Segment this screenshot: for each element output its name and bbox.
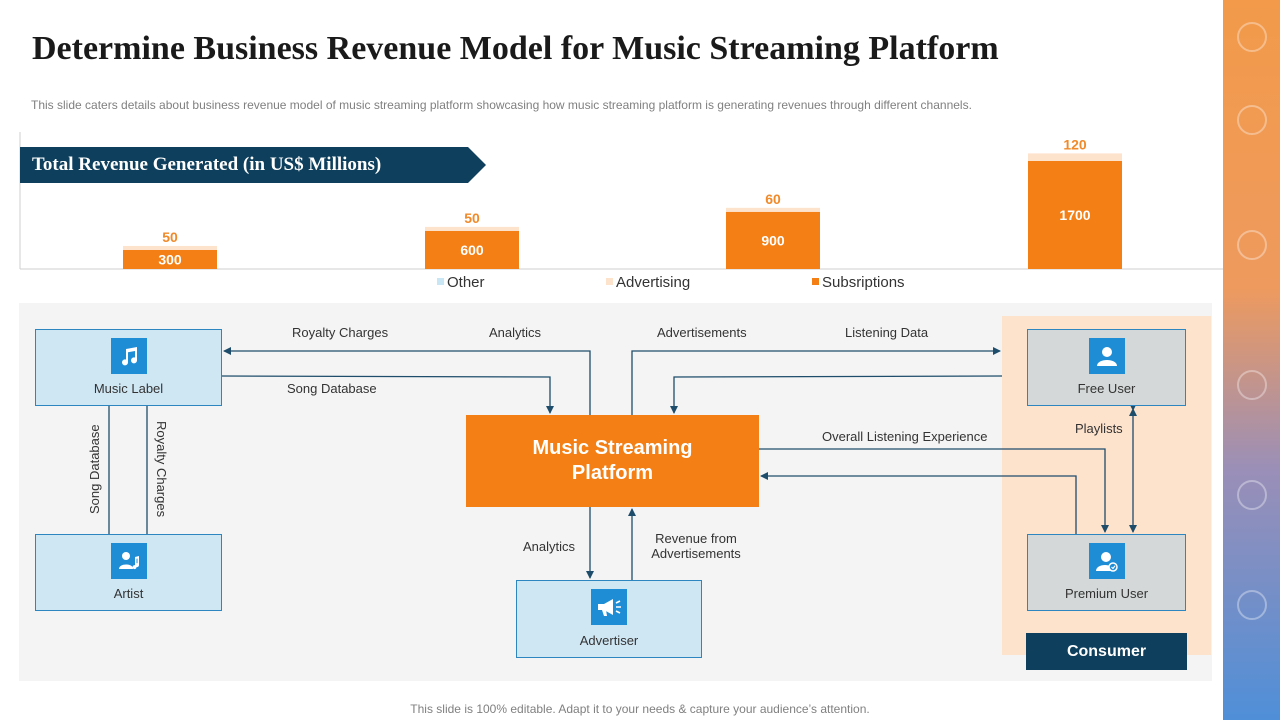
premium-user-icon: [1088, 543, 1125, 579]
bar-advertising: [726, 207, 820, 212]
data-label-advertising: 50: [162, 229, 178, 245]
platform-label-line1: Music Streaming: [532, 437, 693, 459]
arrow-song-database: [221, 375, 554, 414]
edge-label-advertisements: Advertisements: [657, 325, 747, 340]
edge-label-royalty-charges-vertical: Royalty Charges: [154, 421, 169, 518]
edge-label-overall-listening-experience: Overall Listening Experience: [822, 429, 988, 444]
bar-subscriptions: [425, 230, 519, 269]
bar-advertising: [123, 245, 217, 250]
bar-subscriptions: [726, 211, 820, 269]
revenue-bar-chart: 300 50 600 50 900 60 1700 120: [19, 132, 1223, 270]
arrow-overall-listening-experience: [759, 448, 1109, 533]
footer-note: This slide is 100% editable. Adapt it to…: [410, 702, 870, 716]
free-user-node: Free User: [1027, 329, 1186, 406]
trumpet-icon: [1237, 230, 1267, 260]
arrowhead-playlists-up: [1129, 408, 1137, 416]
legend-item-other: Other: [437, 274, 485, 291]
page-title: Determine Business Revenue Model for Mus…: [32, 30, 999, 67]
premium-user-label: Premium User: [1064, 586, 1149, 601]
platform-label-line2: Platform: [571, 462, 654, 484]
flow-arrows: [108, 347, 1137, 580]
bar-subscriptions: [1028, 161, 1122, 269]
edge-label-playlists: Playlists: [1075, 421, 1123, 436]
edge-label-analytics-bottom: Analytics: [523, 539, 576, 554]
page-subtitle: This slide caters details about business…: [31, 98, 972, 112]
arrow-premium-to-platform: [760, 472, 1077, 534]
music-icon: [1237, 22, 1267, 52]
bar-subscriptions: [123, 249, 217, 269]
decorative-side-strip: [1223, 0, 1280, 720]
advertiser-node: Advertiser: [516, 580, 702, 658]
data-label-subscriptions: 300: [158, 251, 182, 267]
artist-label: Artist: [113, 586, 144, 601]
consumer-label-box: Consumer: [1026, 633, 1187, 670]
guitar-icon: [1237, 370, 1267, 400]
arrow-listening-data: [631, 347, 1001, 415]
data-label-subscriptions: 900: [761, 232, 785, 248]
premium-user-node: Premium User: [1027, 534, 1186, 611]
music-label-node: Music Label: [35, 329, 222, 406]
edge-label-song-database: Song Database: [287, 381, 377, 396]
edge-label-listening-data: Listening Data: [845, 325, 929, 340]
music-label-label: Music Label: [93, 381, 164, 396]
arrow-free-user-to-platform: [670, 375, 1003, 414]
data-label-subscriptions: 1700: [1059, 207, 1090, 223]
harp-icon: [1237, 480, 1267, 510]
legend-item-advertising: Advertising: [606, 274, 690, 291]
music-note-icon: [110, 338, 147, 374]
artist-node: Artist: [35, 534, 222, 611]
edge-label-analytics-top: Analytics: [489, 325, 542, 340]
bar-advertising: [425, 226, 519, 231]
arrow-royalty-charges: [223, 347, 591, 415]
edge-label-song-database-vertical: Song Database: [87, 424, 102, 514]
violin-icon: [1237, 590, 1267, 620]
data-label-advertising: 50: [464, 210, 480, 226]
data-label-subscriptions: 600: [460, 242, 484, 258]
user-icon: [1088, 338, 1125, 374]
advertiser-label: Advertiser: [579, 633, 639, 648]
bar-advertising: [1028, 153, 1122, 161]
artist-icon: [110, 543, 147, 579]
data-label-advertising: 60: [765, 191, 781, 207]
edge-label-royalty-charges: Royalty Charges: [292, 325, 389, 340]
data-label-advertising: 120: [1063, 136, 1087, 152]
chart-title-banner: Total Revenue Generated (in US$ Millions…: [20, 147, 486, 183]
legend-item-subscriptions: Subsriptions: [812, 274, 905, 291]
chart-title: Total Revenue Generated (in US$ Millions…: [32, 154, 382, 175]
megaphone-icon: [591, 589, 627, 625]
free-user-label: Free User: [1077, 381, 1136, 396]
music-icon: [1237, 105, 1267, 135]
